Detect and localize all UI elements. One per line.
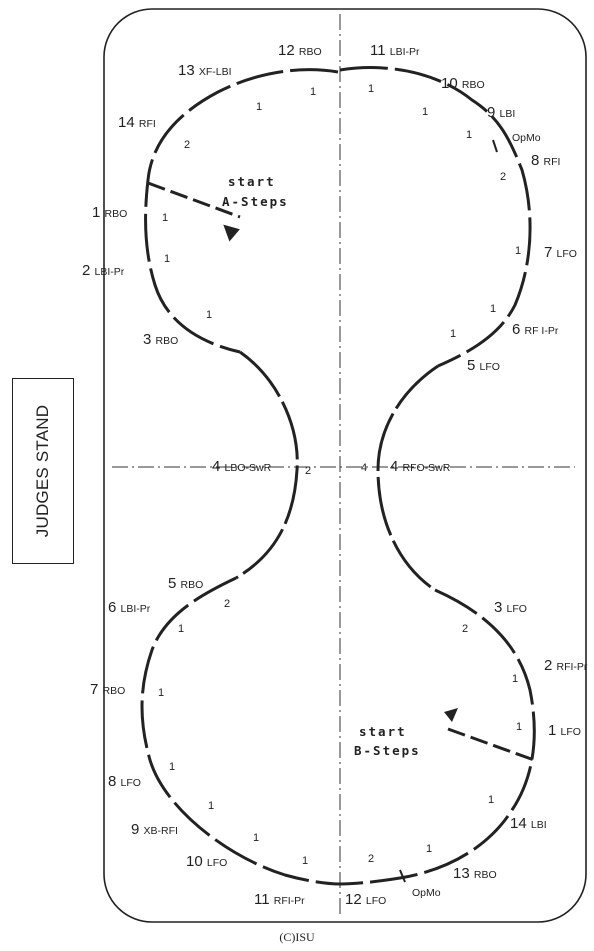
step-label-bottom-13: 14 LBI: [510, 815, 547, 832]
step-label-top-14: 13 XF-LBI: [178, 62, 232, 79]
step-label-bottom-7: 8 LFO: [108, 773, 141, 790]
beat-bottom-7: 1: [302, 855, 308, 867]
step-label-top-8: 7 LFO: [544, 244, 577, 261]
judges-stand-box: JUDGES STAND: [12, 378, 74, 564]
beat-bottom-2: 1: [512, 673, 518, 685]
step-label-top-10: 9 LBI: [487, 104, 515, 121]
beat-bottom-4: 1: [488, 794, 494, 806]
beat-top-8: 1: [422, 106, 428, 118]
beat-bottom-8: 1: [253, 832, 259, 844]
pattern-right-waist: [376, 364, 439, 592]
beat-bottom-9: 1: [208, 800, 214, 812]
step-label-top-7: 6 RF I-Pr: [512, 321, 559, 338]
b-steps-name-label: B-Steps: [354, 743, 421, 758]
pattern-bottom-left: [140, 576, 341, 886]
opmo-label-bottom: OpMo: [412, 887, 441, 899]
beat-top-1: 1: [162, 212, 168, 224]
copyright-label: (C)ISU: [279, 930, 315, 944]
beat-top-9: 1: [466, 129, 472, 141]
beat-top-5: 1: [256, 101, 262, 113]
beat-bottom-5: 1: [426, 843, 432, 855]
step-label-top-12: 11 LBI-Pr: [370, 42, 420, 59]
step-label-top-1: 1 RBO: [92, 204, 127, 221]
beat-bottom-3: 1: [516, 721, 522, 733]
step-label-top-11: 10 RBO: [441, 75, 485, 92]
pattern-left-waist: [235, 350, 299, 580]
step-label-top-4: 4 LBO-SwR: [212, 458, 272, 475]
beat-bottom-6: 2: [368, 853, 374, 865]
pattern-top-right: [339, 66, 532, 368]
a-steps-start-label: start: [228, 174, 276, 189]
step-label-bottom-6: 7 RBO: [90, 681, 125, 698]
beat-top-11: 1: [515, 245, 521, 257]
step-label-top-13: 12 RBO: [278, 42, 322, 59]
step-label-bottom-10: 11 RFI-Pr: [254, 891, 305, 908]
a-steps-name-label: A-Steps: [222, 194, 289, 209]
step-label-top-5: 4 RFO-SwR: [390, 458, 451, 475]
b-steps-arrow: [444, 708, 458, 722]
beat-top-6: 1: [310, 86, 316, 98]
step-label-top-3: 3 RBO: [143, 331, 178, 348]
beat-top-14: 2: [305, 465, 311, 477]
beat-bottom-13: 2: [224, 598, 230, 610]
step-label-top-9: 8 RFI: [531, 152, 560, 169]
beat-top-7: 1: [368, 83, 374, 95]
step-label-bottom-5: 6 LBI-Pr: [108, 599, 151, 616]
beat-top-10: 2: [500, 171, 506, 183]
a-steps-start-line: [147, 181, 241, 219]
step-label-bottom-4: 5 RBO: [168, 575, 203, 592]
beat-top-12: 1: [490, 303, 496, 315]
rink-outline: [103, 8, 587, 923]
beat-top-2: 1: [164, 253, 170, 265]
b-steps-start-line: [447, 727, 535, 762]
beat-bottom-1: 2: [462, 623, 468, 635]
step-label-top-15: 14 RFI: [118, 114, 156, 131]
step-label-bottom-9: 10 LFO: [186, 853, 227, 870]
beat-top-4: 2: [184, 139, 190, 151]
step-label-top-6: 5 LFO: [467, 357, 500, 374]
step-label-bottom-12: 13 RBO: [453, 865, 497, 882]
a-steps-arrow: [223, 224, 240, 242]
b-steps-start-label: start: [359, 724, 407, 739]
beat-bottom-10: 1: [169, 761, 175, 773]
beat-bottom-12: 1: [178, 623, 184, 635]
opmo-label-top: OpMo: [512, 132, 541, 144]
beat-bottom-11: 1: [158, 687, 164, 699]
beat-top-13: 1: [450, 328, 456, 340]
pattern-top-left: [144, 68, 339, 354]
step-label-bottom-11: 12 LFO: [345, 891, 386, 908]
step-label-top-2: 2 LBI-Pr: [82, 262, 125, 279]
step-label-bottom-1: 1 LFO: [548, 722, 581, 739]
step-label-bottom-3: 3 LFO: [494, 599, 527, 616]
step-label-bottom-8: 9 XB-RFI: [131, 821, 178, 838]
beat-top-15: 4: [361, 462, 367, 474]
step-label-bottom-2: 2 RFI-Pr: [544, 657, 588, 674]
beat-top-3: 1: [206, 309, 212, 321]
pattern-bottom-right: [339, 588, 536, 886]
